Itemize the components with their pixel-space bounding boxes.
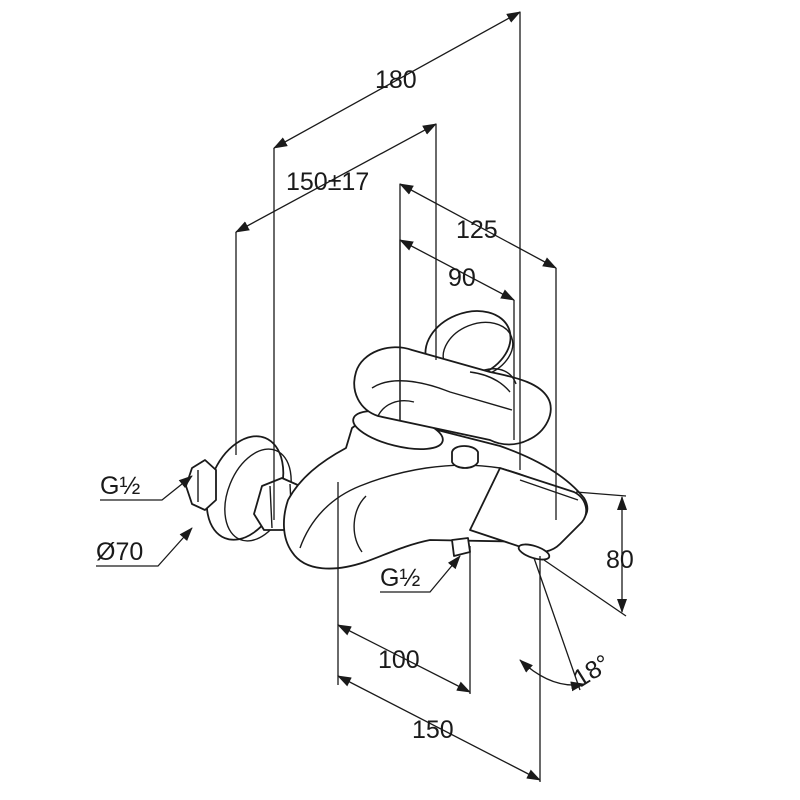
label-100: 100 <box>378 646 420 674</box>
dim-arc-18 <box>519 659 585 692</box>
dimension-lines <box>235 11 627 781</box>
lever-handle <box>353 346 552 446</box>
label-150-tol: 150±17 <box>286 168 369 196</box>
label-thread-left: G½ <box>100 472 140 500</box>
label-180: 180 <box>375 66 417 94</box>
bottom-connection <box>451 537 471 557</box>
label-125: 125 <box>456 216 498 244</box>
faucet-drawing <box>185 310 589 570</box>
dim-line-125 <box>399 183 557 269</box>
label-thread-spout: G½ <box>380 564 420 592</box>
leader-lines <box>96 475 461 593</box>
dim-line-90 <box>399 239 515 301</box>
leader-diameter <box>96 527 193 567</box>
label-90: 90 <box>448 264 476 292</box>
diverter-knob <box>451 445 479 469</box>
label-80: 80 <box>606 546 634 574</box>
dim-line-150-tol <box>235 123 437 233</box>
dimension-labels: 180 150±17 125 90 G½ Ø70 G½ 80 100 150 1… <box>96 66 634 744</box>
label-150: 150 <box>412 716 454 744</box>
label-diameter: Ø70 <box>96 538 143 566</box>
aerator <box>517 543 551 561</box>
leader-thread-spout <box>380 555 461 593</box>
leader-thread-left <box>100 475 193 501</box>
label-18-deg: 18° <box>568 649 615 693</box>
dim-line-150 <box>337 675 541 781</box>
